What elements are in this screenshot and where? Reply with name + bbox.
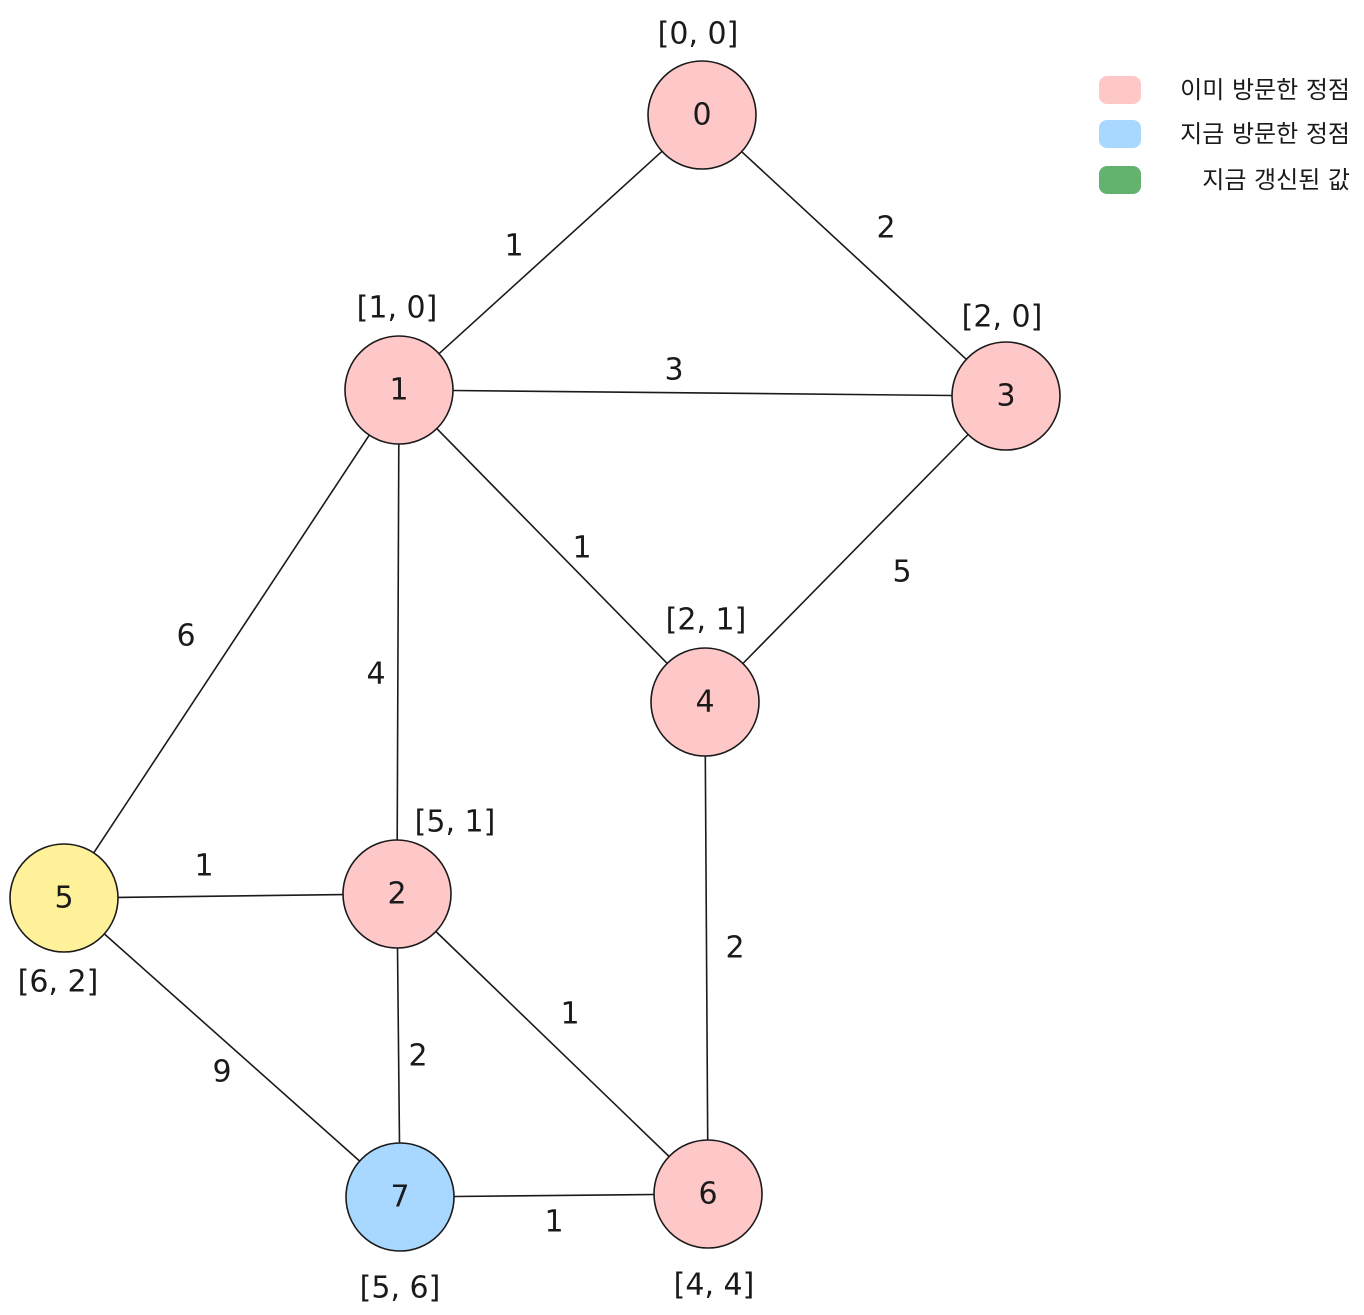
edge-0-3 (741, 151, 967, 360)
node-6-distance: [4, 4] (674, 1268, 755, 1303)
edge-5-2 (117, 893, 344, 899)
node-5-distance: [6, 2] (18, 965, 99, 1000)
node-2-distance: [5, 1] (415, 805, 496, 840)
node-label: 7 (390, 1180, 409, 1215)
node-label: 3 (996, 379, 1015, 414)
edge-weight-2-7: 2 (408, 1039, 427, 1074)
legend-label: 지금 방문한 정점 (1180, 120, 1350, 148)
node-circle (647, 60, 757, 170)
edge-weight-1-3: 3 (664, 353, 683, 388)
edge-weight-4-6: 2 (725, 931, 744, 966)
node-label: 4 (695, 685, 714, 720)
edges-layer (93, 150, 969, 1198)
node-circle (345, 1142, 455, 1252)
node-circle (344, 335, 454, 445)
edge-1-2 (396, 443, 400, 841)
node-circle (342, 839, 452, 949)
node-3-distance: [2, 0] (962, 300, 1043, 335)
node-label: 2 (387, 877, 406, 912)
edge-1-5 (93, 434, 370, 854)
edge-4-6 (704, 755, 709, 1141)
edge-weight-0-3: 2 (876, 211, 895, 246)
node-7-distance: [5, 6] (360, 1271, 441, 1306)
node-0[interactable]: 0 (647, 60, 757, 170)
weights-layer: 1 2 3 1 5 6 4 1 9 2 1 2 1 (176, 211, 911, 1240)
node-circle (951, 341, 1061, 451)
edge-weight-1-4: 1 (572, 531, 591, 566)
node-label: 6 (698, 1177, 717, 1212)
edge-2-7 (396, 947, 401, 1144)
edge-weight-2-6: 1 (560, 997, 579, 1032)
nodes-layer: 0 1 3 4 2 5 7 6 (9, 60, 1061, 1252)
edge-weight-1-5: 6 (176, 619, 195, 654)
edge-weight-5-2: 1 (194, 849, 213, 884)
edge-5-7 (103, 933, 361, 1162)
node-4[interactable]: 4 (650, 647, 760, 757)
legend-label: 이미 방문한 정점 (1180, 76, 1350, 104)
edge-7-6 (453, 1193, 655, 1198)
edge-weight-1-2: 4 (366, 657, 385, 692)
node-2[interactable]: 2 (342, 839, 452, 949)
node-0-distance: [0, 0] (658, 17, 739, 52)
legend-swatch (1099, 120, 1141, 148)
node-circle (650, 647, 760, 757)
edge-0-1 (438, 150, 663, 355)
legend-item-1: 지금 방문한 정점 (1099, 120, 1350, 148)
legend-swatch (1099, 166, 1141, 194)
edge-weight-7-6: 1 (544, 1205, 563, 1240)
node-3[interactable]: 3 (951, 341, 1061, 451)
node-circle (9, 843, 119, 953)
edge-weight-5-7: 9 (212, 1055, 231, 1090)
edge-3-4 (742, 433, 969, 665)
node-circle (653, 1139, 763, 1249)
edge-2-6 (435, 930, 670, 1158)
legend-item-0: 이미 방문한 정점 (1099, 76, 1350, 104)
distance-labels-layer: [0, 0] [1, 0] [2, 0] [2, 1] [5, 1] [6, 2] [5, … (18, 17, 1043, 1306)
node-5[interactable]: 5 (9, 843, 119, 953)
edge-weight-3-4: 5 (892, 555, 911, 590)
node-label: 1 (389, 373, 408, 408)
legend-item-2: 지금 갱신된 값 (1099, 166, 1350, 194)
node-6[interactable]: 6 (653, 1139, 763, 1249)
node-7[interactable]: 7 (345, 1142, 455, 1252)
node-1-distance: [1, 0] (357, 291, 438, 326)
node-label: 5 (54, 881, 73, 916)
edge-1-3 (452, 389, 953, 397)
legend-swatch (1099, 76, 1141, 104)
edge-1-4 (436, 428, 668, 664)
node-1[interactable]: 1 (344, 335, 454, 445)
node-4-distance: [2, 1] (666, 603, 747, 638)
node-label: 0 (692, 98, 711, 133)
edge-weight-0-1: 1 (504, 229, 523, 264)
legend-label: 지금 갱신된 값 (1202, 166, 1350, 194)
